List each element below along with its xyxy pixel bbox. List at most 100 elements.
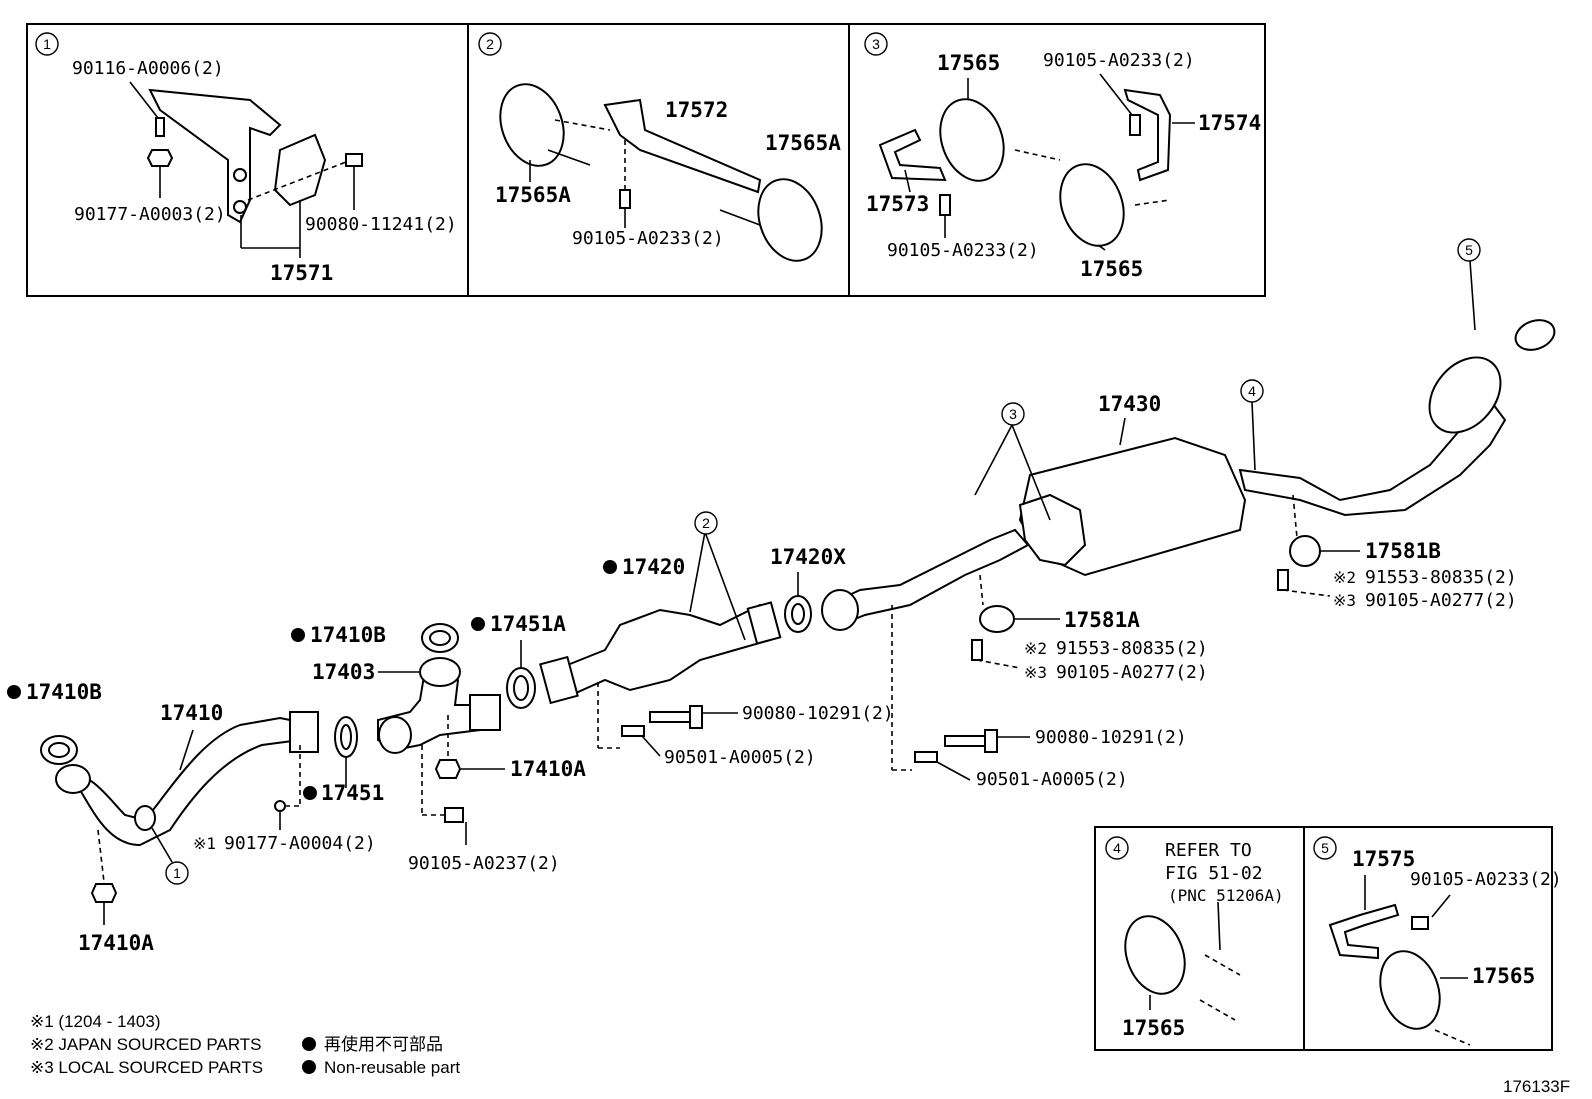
ref-num-3: 3 (872, 36, 880, 52)
label-17403: 17403 (312, 660, 375, 684)
label-17565-p5: 17565 (1472, 964, 1535, 988)
nonreusable-dot-17451 (303, 786, 317, 800)
ref-circle-1 (35, 32, 59, 56)
label-90177-a0004: 90177-A0004(2) (224, 833, 376, 854)
bracket-17572-shape (603, 98, 762, 194)
label-91553-17581a: 91553-80835(2) (1056, 638, 1208, 659)
legend-dot-en (302, 1060, 316, 1074)
gasket-17451a-inner (513, 675, 529, 701)
detail-panel-4: 4 REFER TO FIG 51-02 (PNC 51206A) 17565 (1105, 836, 1284, 1040)
hanger-17565a-left-shape (499, 83, 565, 167)
dash-17581b (1292, 494, 1298, 539)
leader-ref-1 (151, 827, 173, 863)
converter-rear-flange (746, 601, 782, 645)
tail-tip-shape (1514, 319, 1556, 351)
mark3-17581a: ※3 (1024, 663, 1047, 682)
leader-ref-2-a (689, 531, 706, 613)
bolt-90105-p3-bottom-shape (939, 194, 951, 216)
gasket-17420x-inner (791, 603, 805, 625)
tail-pipe-shape (1238, 398, 1507, 517)
label-90105-17581b: 90105-A0277(2) (1365, 590, 1517, 611)
bolt-90080-shape (345, 153, 363, 167)
front-pipe-17410-shape (66, 716, 301, 847)
ref-num-main-2: 2 (702, 515, 710, 531)
detail-panel-3: 3 17565 90105-A0233(2) 17574 17573 90105… (864, 32, 1261, 281)
flange-17403-front (378, 716, 412, 754)
dash-p4-b (1199, 999, 1236, 1021)
ref-circle-3 (864, 32, 888, 56)
ref-circle-main-5 (1457, 238, 1481, 262)
nonreusable-dot-17410b-left (7, 685, 21, 699)
nonreusable-dot-17410b-mid (291, 628, 305, 642)
leader-90105-p3-top (1099, 73, 1133, 116)
bottom-detail-panels (1094, 826, 1553, 1051)
label-17451: 17451 (321, 781, 384, 805)
nut-90177-shape (146, 149, 174, 167)
ref-num-main-4: 4 (1248, 383, 1256, 399)
label-90105-p2: 90105-A0233(2) (572, 228, 724, 249)
ref-circle-4 (1105, 836, 1129, 860)
converter-17420-shape (548, 603, 777, 702)
ref-num-main-5: 5 (1465, 242, 1473, 258)
pipe-stub-p2-b (719, 209, 761, 226)
leader-17410 (179, 729, 194, 771)
bolt-90105-p3-top-shape (1129, 114, 1141, 136)
label-17574: 17574 (1198, 111, 1261, 135)
bolt-90080-b-head (984, 729, 998, 753)
spring-90501-a-shape (621, 725, 645, 737)
gasket-17451-inner (340, 724, 352, 750)
dash-p2-a (554, 119, 611, 131)
refer-line-1: REFER TO (1165, 840, 1252, 861)
dash-17581a-bolt (976, 659, 1021, 669)
legend-dot-jp (302, 1037, 316, 1051)
bracket-hole-2 (233, 200, 247, 214)
legend-line-2: ※2 JAPAN SOURCED PARTS (30, 1035, 262, 1054)
leader-ref-4 (1251, 401, 1256, 471)
gasket-17410b-mid-inner (429, 630, 451, 646)
ref-num-main-3: 3 (1009, 406, 1017, 422)
center-pipe-flange (821, 589, 859, 631)
flange-17403-clamp (469, 694, 501, 731)
label-90080-b: 90080-10291(2) (1035, 727, 1187, 748)
label-17410b-left: 17410B (26, 680, 102, 704)
bolt-17581b-shape (1277, 569, 1289, 591)
label-17451a: 17451A (490, 612, 566, 636)
front-pipe-clamp-shape (134, 805, 156, 831)
leader-ref-3-a (974, 424, 1013, 496)
leader-ref-5 (1469, 260, 1476, 331)
hanger-17565-p4-shape (1124, 915, 1186, 995)
mount-17581a-shape (979, 605, 1015, 633)
label-17565a-right: 17565A (765, 131, 841, 155)
dash-p5 (1434, 1029, 1471, 1046)
mark2-17581b: ※2 (1333, 568, 1356, 587)
ref-circle-main-3 (1001, 402, 1025, 426)
mount-17581b-shape (1289, 535, 1321, 567)
muffler-front-end (1018, 493, 1087, 567)
leader-ref-3-b (1011, 424, 1051, 521)
legend: ※1 (1204 - 1403) ※2 JAPAN SOURCED PARTS … (30, 1012, 460, 1077)
label-17581a: 17581A (1064, 608, 1140, 632)
spring-90501-b-shape (914, 751, 938, 763)
bottom-panels-frame (1094, 826, 1553, 1051)
detail-panel-2: 2 17572 17565A 17565A 90105-A0233(2) (478, 32, 841, 262)
label-17573: 17573 (866, 192, 929, 216)
note-mark-1: ※1 (193, 834, 216, 853)
label-17571: 17571 (270, 261, 333, 285)
dash-p3-b (1134, 199, 1171, 206)
nut-90177-a0004-shape (274, 800, 286, 812)
ref-num-1: 1 (43, 36, 51, 52)
bolt-90105-p2-shape (619, 189, 631, 209)
leader-17565-bottom (1097, 244, 1106, 251)
label-17565-top: 17565 (937, 51, 1000, 75)
label-17410b-mid: 17410B (310, 623, 386, 647)
label-17420: 17420 (622, 555, 685, 579)
pipe-stub-p2-a (547, 149, 591, 166)
leader-90501-a (641, 735, 661, 757)
bolt-17581a-shape (971, 639, 983, 661)
legend-jp-text: 再使用不可部品 (324, 1034, 443, 1054)
label-17565-bottom: 17565 (1080, 257, 1143, 281)
label-17410a-mid: 17410A (510, 757, 586, 781)
sub-muffler-shape (1428, 356, 1502, 434)
detail-panel-5: 5 17575 90105-A0233(2) 17565 (1313, 836, 1562, 1046)
hanger-17565a-right-shape (757, 178, 823, 262)
